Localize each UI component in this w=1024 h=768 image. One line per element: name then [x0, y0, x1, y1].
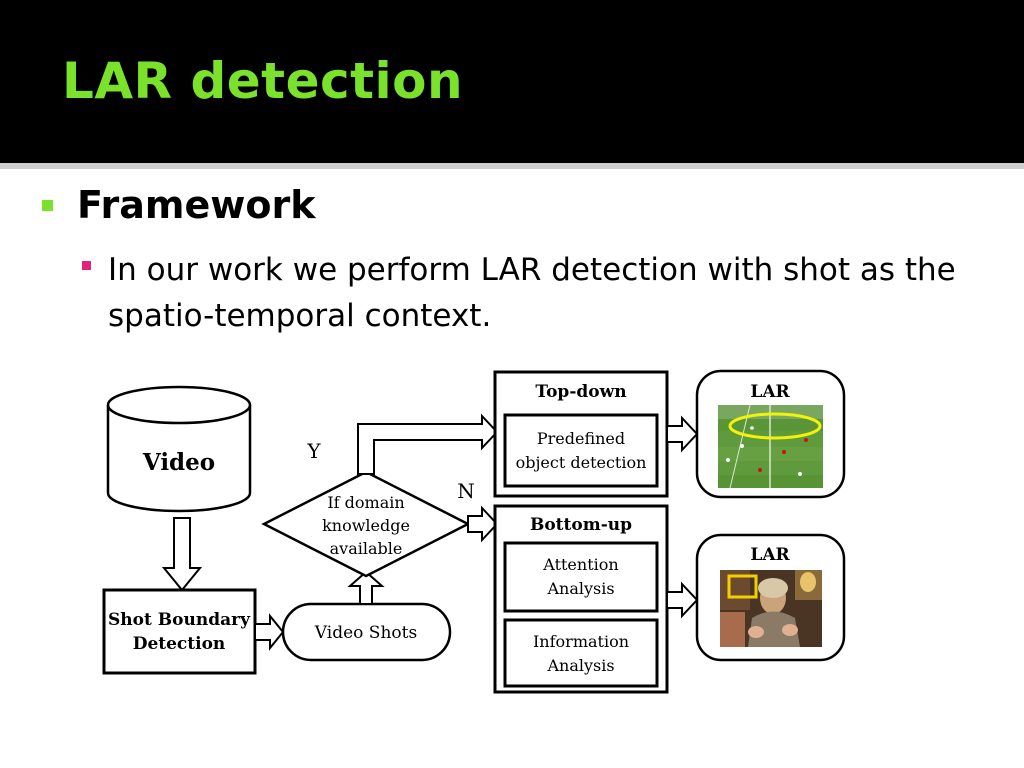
video-cylinder	[106, 385, 252, 513]
right-arrow	[666, 581, 699, 619]
decision-label-line1: If domain	[327, 493, 404, 512]
information-analysis-box	[503, 618, 659, 688]
top-down-header: Top-down	[535, 382, 626, 402]
information-label-line2: Analysis	[546, 656, 614, 675]
predefined-detection-box	[503, 413, 659, 488]
bullet-level2-text: In our work we perform LAR detection wit…	[108, 252, 956, 334]
title-divider	[0, 163, 1024, 169]
decision-label-line2: knowledge	[322, 516, 410, 535]
title-bar: LAR detection	[0, 0, 1024, 160]
soccer-field-image	[718, 404, 823, 489]
video-shots-label: Video Shots	[314, 623, 417, 643]
predefined-label-line2: object detection	[516, 453, 647, 472]
no-label: N	[457, 479, 475, 503]
lar-highlight-ellipse	[728, 412, 822, 440]
bullet-level1: Framework	[42, 183, 316, 227]
decision-label-line3: available	[330, 539, 403, 558]
shot-boundary-box	[102, 588, 257, 675]
attention-label-line1: Attention	[542, 555, 618, 574]
square-bullet-icon	[82, 261, 91, 270]
lar-highlight-box	[727, 574, 758, 599]
attention-analysis-box	[503, 541, 659, 613]
shot-boundary-label-line2: Detection	[133, 634, 226, 654]
right-arrow	[254, 613, 285, 651]
predefined-label-line1: Predefined	[537, 429, 625, 448]
up-arrow	[347, 570, 385, 605]
square-bullet-icon	[42, 199, 53, 211]
yes-label: Y	[306, 439, 321, 463]
talk-show-image	[720, 570, 822, 647]
yes-arrow	[357, 413, 499, 475]
bullet-level1-text: Framework	[77, 183, 316, 227]
lar-bottom-label: LAR	[750, 545, 790, 565]
right-arrow	[666, 415, 699, 453]
bottom-up-header: Bottom-up	[530, 515, 632, 535]
lar-top-label: LAR	[750, 382, 790, 402]
information-label-line1: Information	[533, 632, 629, 651]
no-arrow	[467, 505, 499, 543]
video-label: Video	[142, 449, 215, 476]
shot-boundary-label-line1: Shot Boundary	[108, 610, 251, 630]
decision-diamond	[261, 470, 471, 578]
down-arrow	[161, 517, 203, 592]
attention-label-line2: Analysis	[546, 579, 614, 598]
slide-title: LAR detection	[62, 52, 464, 110]
